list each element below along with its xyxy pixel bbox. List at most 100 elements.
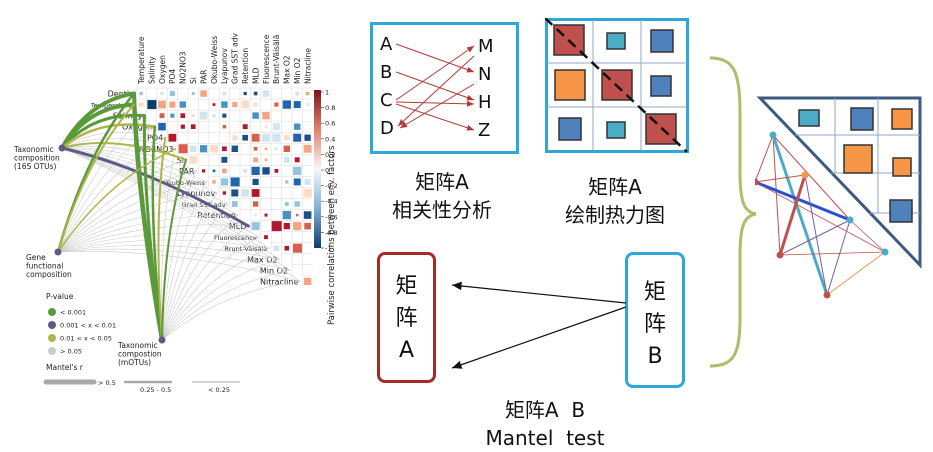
arrow-M-D — [397, 55, 475, 127]
tri-cell-2-2 — [843, 144, 873, 174]
hm-tile — [293, 133, 302, 142]
hm-tile — [306, 103, 309, 106]
hm-tile — [283, 156, 290, 163]
hm-cell-2-3 — [650, 75, 672, 97]
mantel-link — [61, 147, 218, 194]
hm-tile — [168, 133, 177, 142]
mantel-link — [57, 248, 291, 271]
network-edges — [755, 134, 886, 296]
heatmap-grid — [545, 18, 689, 153]
col-header: Si — [189, 77, 198, 84]
hm-tile — [241, 100, 249, 109]
row-label: Si — [177, 156, 184, 165]
row-label: Okubo-Weiss — [163, 179, 205, 187]
heatmap-cells — [138, 90, 312, 286]
row-label: MLD — [229, 222, 247, 231]
hm-tile — [252, 201, 259, 207]
hm-tile — [272, 133, 281, 142]
mantel-link — [61, 147, 208, 183]
col-header: Temperature — [137, 36, 146, 85]
hm-tile — [139, 91, 143, 96]
pvalue-label: 0.001 < x < 0.01 — [60, 322, 116, 330]
row-label: Nitracline — [260, 277, 298, 286]
hm-diagonal — [545, 18, 688, 153]
col-header: PAR — [199, 70, 208, 84]
mantel-item-2: < 0.25 — [208, 386, 230, 394]
pvalue-label: 0.01 < x < 0.05 — [60, 335, 112, 343]
heatmap-caption-line1: 矩阵A — [588, 175, 642, 199]
colorbar-tick: 0.8 — [325, 104, 335, 112]
hm-tile — [284, 134, 290, 141]
hm-tile — [303, 277, 312, 286]
hm-tile — [189, 145, 197, 152]
hm-tile — [242, 124, 248, 130]
mantel-item-0: > 0.5 — [98, 379, 116, 387]
correlation-caption-line2: 相关性分析 — [392, 198, 492, 222]
tri-cell-2-3 — [892, 157, 912, 177]
mantel-link — [61, 138, 176, 150]
mantel-link — [57, 170, 197, 253]
hm-tile — [295, 91, 300, 96]
hm-tile — [262, 90, 270, 97]
pvalue-swatch — [48, 308, 56, 316]
colorbar-tick: -0.2 — [325, 182, 338, 190]
matrix-a-char-0: 矩 — [395, 274, 418, 299]
colorbar-tick: 0.6 — [325, 120, 335, 128]
hm-tile — [282, 100, 291, 109]
row-label: Temperature — [90, 102, 132, 110]
arrow-B-H — [395, 71, 475, 101]
tri-cell-1-2 — [850, 107, 874, 131]
hm-tile — [212, 169, 216, 173]
matrix-b-char-0: 矩 — [643, 280, 666, 305]
hm-tile — [251, 133, 260, 142]
hm-tile — [212, 113, 216, 118]
hm-cell-3-1 — [558, 117, 582, 141]
hm-tile — [253, 91, 258, 96]
hm-tile-strong — [293, 243, 302, 253]
mantel-link — [161, 170, 197, 341]
hm-tile — [251, 166, 260, 175]
col-header: Oxygen — [158, 55, 167, 84]
hm-tile — [274, 168, 279, 173]
hm-tile — [283, 145, 291, 152]
mantel-link — [61, 142, 187, 161]
hm-tile — [210, 144, 218, 153]
hm-tile — [294, 157, 300, 163]
mantel-links — [56, 91, 301, 342]
correlation-caption: 矩阵A 相关性分析 — [372, 168, 512, 224]
hm-tile — [284, 245, 290, 251]
var-N: N — [478, 64, 491, 85]
row-label: NO2NO3 — [139, 145, 174, 154]
mantel-link — [57, 148, 177, 253]
col-header: Brunt-Väisälä — [272, 35, 281, 84]
row-label: Max O2 — [247, 255, 277, 264]
heatmap-caption-line2: 绘制热力图 — [565, 203, 665, 227]
correlation-caption-line1: 矩阵A — [415, 170, 469, 194]
hm-tile — [262, 167, 270, 175]
mantel-link — [57, 203, 228, 253]
colorbar-tick: -0.4 — [325, 198, 338, 206]
mantel-link — [61, 145, 197, 172]
hm-tile — [262, 133, 270, 142]
hm-tile-strong — [178, 144, 188, 154]
hm-tile — [159, 113, 165, 119]
hm-tile — [180, 124, 185, 129]
tri-cell-3-3 — [889, 199, 913, 223]
hm-tile — [158, 122, 166, 131]
hm-tile — [170, 113, 175, 118]
col-header: Okubo-Weiss — [210, 36, 219, 84]
hm-tile — [231, 189, 239, 197]
grid-lines — [135, 87, 313, 287]
hm-tile — [264, 213, 268, 217]
pvalue-swatch — [48, 334, 56, 342]
hm-tile — [222, 91, 227, 96]
hm-tile — [222, 191, 227, 195]
col-header: Nitracline — [303, 48, 312, 84]
mantel-link — [61, 147, 291, 271]
row-label: Min O2 — [260, 266, 288, 275]
hm-tile — [158, 100, 166, 109]
hm-tile — [200, 90, 207, 97]
tri-cell-1-1 — [798, 109, 820, 127]
